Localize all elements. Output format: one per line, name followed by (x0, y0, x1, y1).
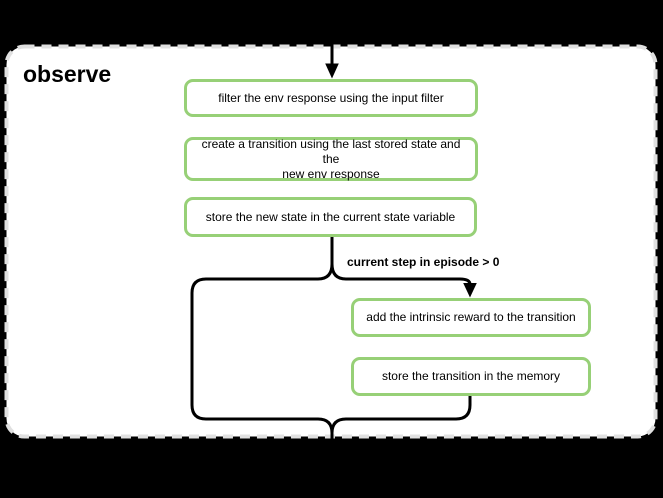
step-filter-env-response: filter the env response using the input … (184, 79, 478, 117)
step-create-transition: create a transition using the last store… (184, 137, 478, 181)
arrowhead-down-icon (463, 283, 477, 298)
arrowhead-down-icon (325, 63, 339, 79)
container-title: observe (23, 61, 112, 87)
step-store-transition-memory: store the transition in the memory (351, 357, 591, 396)
step-label: store the new state in the current state… (205, 209, 456, 224)
else-branch-line (190, 263, 334, 452)
branch-merge-line (330, 396, 472, 434)
step-label: create a transition using the last store… (201, 136, 461, 181)
step-label: filter the env response using the input … (218, 90, 444, 105)
condition-label: current step in episode > 0 (347, 255, 500, 269)
condition-branch-line (330, 263, 472, 285)
step-label: add the intrinsic reward to the transiti… (366, 310, 576, 324)
step-store-new-state: store the new state in the current state… (184, 197, 477, 237)
step-label: store the transition in the memory (381, 369, 561, 383)
step-add-intrinsic-reward: add the intrinsic reward to the transiti… (351, 298, 591, 337)
